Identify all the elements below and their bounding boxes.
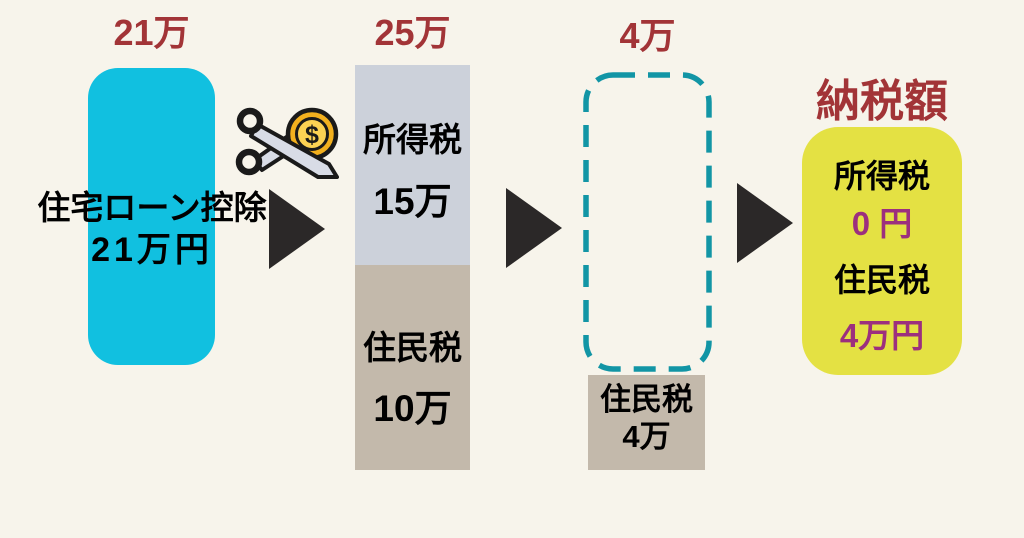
remaining-resident-tax-value: 4万 <box>622 419 671 454</box>
housing-loan-deduction-amount: 21万円 <box>91 231 213 269</box>
housing-loan-deduction-label: 住宅ローン控除 <box>37 189 267 226</box>
housing-loan-deduction-text: 住宅ローン控除 21万円 <box>10 188 294 272</box>
deducted-amount-dashed-box <box>583 72 712 372</box>
resident-tax-value: 10万 <box>373 388 452 429</box>
result-resident-tax-value: 4万円 <box>839 317 925 354</box>
dollar-symbol: $ <box>305 121 319 149</box>
result-income-tax-value: 0 円 <box>851 205 913 242</box>
scissors-top-handle <box>236 107 264 135</box>
result-resident-tax-name: 住民税 <box>833 262 930 298</box>
remaining-resident-tax-box: 住民税 4万 <box>588 375 705 470</box>
tax-payment-box: 所得税 0 円 住民税 4万円 <box>802 127 962 375</box>
scissors-bottom-handle <box>235 148 263 176</box>
resident-tax-box: 住民税 10万 <box>355 265 470 470</box>
tax-payment-title: 納税額 <box>816 77 948 126</box>
flow-arrow-1 <box>269 189 325 269</box>
housing-loan-deduction-box <box>88 68 215 365</box>
flow-arrow-2 <box>506 188 562 268</box>
income-tax-name: 所得税 <box>363 121 462 158</box>
result-income-tax-name: 所得税 <box>833 158 930 194</box>
income-tax-box: 所得税 15万 <box>355 65 470 265</box>
resident-tax-name: 住民税 <box>363 329 462 366</box>
stage2-amount-label: 25万 <box>374 12 451 53</box>
scissors-coin-icon: $ <box>235 107 339 179</box>
income-tax-value: 15万 <box>373 181 452 222</box>
stage3-amount-label: 4万 <box>619 15 676 56</box>
flow-arrow-3 <box>737 183 793 263</box>
stage1-amount-label: 21万 <box>113 12 190 53</box>
remaining-resident-tax-name: 住民税 <box>600 382 693 417</box>
